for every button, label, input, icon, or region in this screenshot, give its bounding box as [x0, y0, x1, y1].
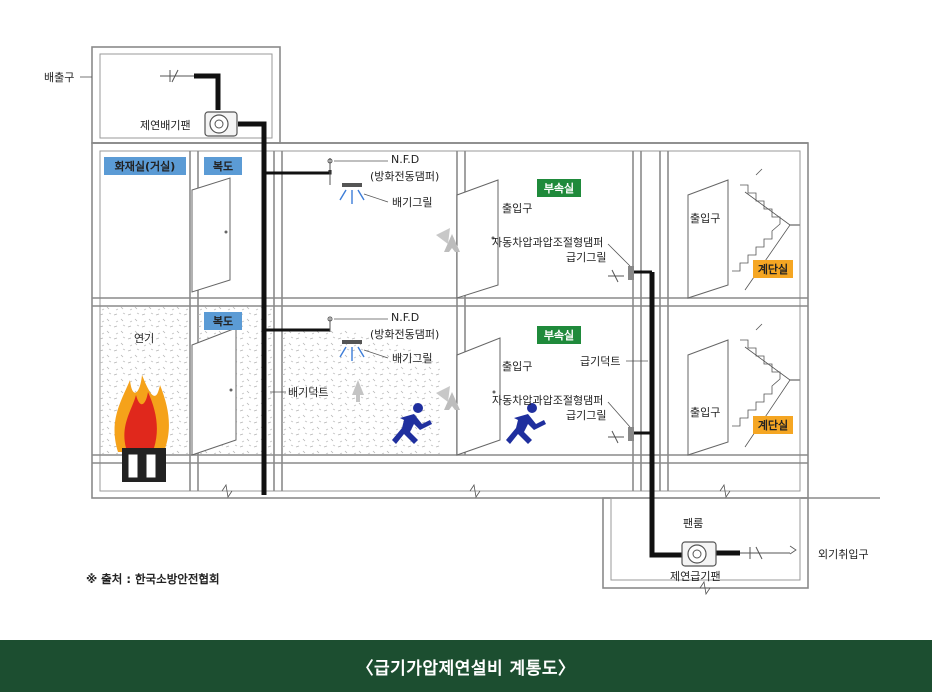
source-note: ※ 출처 : 한국소방안전협회: [86, 572, 220, 586]
supply-fan-label: 제연급기팬: [670, 570, 721, 583]
exhaust-grill-top-label: 배기그릴: [392, 196, 432, 209]
exhaust-fan-unit: [204, 111, 238, 137]
corridor-top-label: 복도: [213, 159, 233, 173]
door-fire-room-top: [191, 177, 231, 293]
vestibule-bottom-label: 부속실: [544, 328, 574, 342]
damper-top-label: 자동차압과압조절형댐퍼: [492, 236, 603, 249]
corridor-top-badge: [204, 157, 242, 175]
fan-icon: [209, 114, 229, 134]
door-stairwell-bottom: [687, 339, 729, 456]
door-vestibule-top: [456, 179, 499, 299]
supply-grill-bottom-label: 급기그릴: [566, 409, 606, 422]
running-person-icon-1: [392, 403, 432, 444]
caption-text: 〈급기가압제연설비 계통도〉: [356, 658, 576, 679]
exhaust-outlet-damper: [169, 69, 179, 83]
corridor-bottom-badge: [204, 312, 242, 330]
vestibule-top-label: 부속실: [544, 181, 574, 195]
stairwell-top-badge: [753, 260, 793, 278]
nfd-top-label: N.F.D: [391, 153, 419, 166]
exhaust-grill-bottom-label: 배기그릴: [392, 352, 432, 365]
door-fire-room-bottom: [191, 327, 237, 456]
exhaust-grill-bottom: [327, 316, 389, 361]
smoke-arrow: [352, 380, 364, 402]
exhaust-duct-label: 배기덕트: [288, 386, 328, 399]
doors: [191, 177, 729, 456]
supply-grill-top-icon: [608, 269, 624, 283]
supply-grill-bottom-icon: [608, 430, 624, 444]
fire-room-label: 화재실(거실): [115, 159, 176, 173]
caption-bar: 〈급기가압제연설비 계통도〉: [0, 640, 932, 692]
entrance-top-label: 출입구: [502, 202, 532, 215]
nfd-bottom-desc: (방화전동댐퍼): [370, 328, 439, 341]
outside-intake-label: 외기취입구: [818, 548, 869, 561]
exhaust-outlet-label: 배출구: [44, 71, 74, 84]
stair-entrance-top-label: 출입구: [690, 212, 720, 225]
fan-room-label: 팬룸: [683, 517, 703, 530]
corridor-bottom-label: 복도: [213, 314, 233, 328]
nfd-bottom-label: N.F.D: [391, 311, 419, 324]
stairs: [732, 168, 800, 448]
outside-intake-damper: [749, 546, 763, 560]
stairwell-bottom-label: 계단실: [758, 418, 788, 432]
stair-entrance-bottom-label: 출입구: [690, 406, 720, 419]
exhaust-grill-top: [327, 158, 389, 204]
supply-duct-main: [649, 272, 688, 558]
exhaust-arrows-top: [339, 189, 365, 204]
fan-icon: [687, 544, 707, 564]
exhaust-fan-label: 제연배기팬: [140, 119, 191, 132]
building-outline: [91, 142, 809, 499]
airflow-arrow-top: [444, 234, 460, 252]
entrance-bottom-label: 출입구: [502, 360, 532, 373]
vestibule-top-badge: [537, 179, 581, 197]
diagram-canvas: 화재실(거실) 복도 복도 부속실 부속실 계단실 계단실 배출구 제연배기팬 …: [44, 46, 880, 596]
airflow-arrow-bottom: [444, 392, 460, 410]
nfd-top-desc: (방화전동댐퍼): [370, 170, 439, 183]
smoke-label: 연기: [134, 332, 154, 345]
damper-bottom-label: 자동차압과압조절형댐퍼: [492, 394, 603, 407]
supply-grill-top-label: 급기그릴: [566, 251, 606, 264]
vestibule-bottom-badge: [537, 326, 581, 344]
supply-duct-system: [608, 266, 797, 560]
running-person-icon-2: [506, 403, 546, 444]
door-stairwell-top: [687, 179, 729, 299]
fire-room-badge: [104, 157, 186, 175]
exhaust-duct-main: [238, 121, 267, 495]
door-vestibule-bottom: [456, 337, 501, 456]
supply-duct-label: 급기덕트: [580, 355, 620, 368]
system-diagram: 화재실(거실) 복도 복도 부속실 부속실 계단실 계단실 배출구 제연배기팬 …: [44, 46, 880, 596]
supply-fan-unit: [681, 541, 717, 567]
stairwell-top-label: 계단실: [758, 262, 788, 276]
fire-icon: [114, 375, 169, 482]
stairwell-bottom-badge: [753, 416, 793, 434]
exhaust-arrows-bottom: [339, 346, 365, 361]
